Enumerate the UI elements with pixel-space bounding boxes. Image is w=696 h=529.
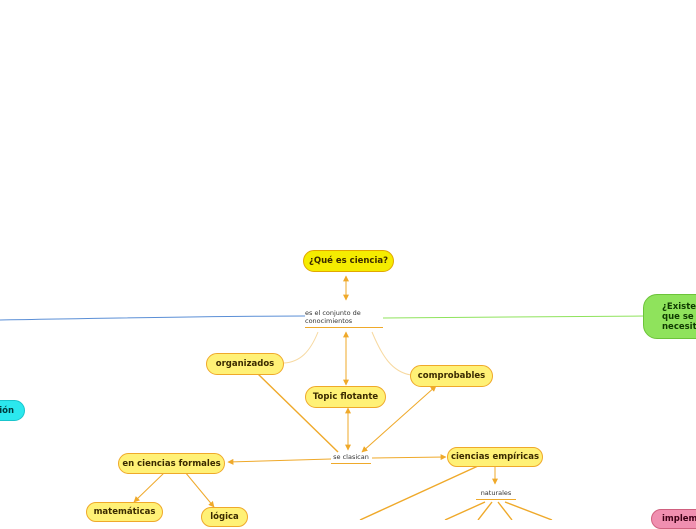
connector-definition-organizados <box>283 331 319 364</box>
definition-line1: es el conjunto de <box>305 309 361 317</box>
topic-ciencias-empiricas-label: ciencias empíricas <box>450 452 540 462</box>
definition-label[interactable]: es el conjunto de conocimientos <box>305 309 383 328</box>
connector-clasican-empiricas <box>371 454 447 461</box>
topic-organizados[interactable]: organizados <box>206 353 284 375</box>
connector-naturales-branch-4 <box>504 501 553 520</box>
topic-pink[interactable]: impleme <box>651 509 696 529</box>
central-topic-label: ¿Qué es ciencia? <box>308 256 389 266</box>
connector-definition-comprobables <box>371 331 412 376</box>
topic-flotante-label: Topic flotante <box>312 392 379 402</box>
topic-existe-line3: necesita <box>662 321 696 332</box>
topic-logica-label: lógica <box>210 512 239 522</box>
definition-line2: conocimientos <box>305 317 353 325</box>
topic-pink-label: impleme <box>662 514 696 524</box>
se-clasican-text: se clasican <box>333 453 369 461</box>
connector-right-green <box>382 315 646 319</box>
topic-logica[interactable]: lógica <box>201 507 248 527</box>
topic-existe-line1: ¿Existe d <box>662 301 696 312</box>
topic-ciencias-formales-label: en ciencias formales <box>122 458 221 469</box>
connector-formales-logica <box>184 471 215 508</box>
connector-left-blue <box>0 315 306 321</box>
naturales-text: naturales <box>480 489 512 497</box>
topic-existe[interactable]: ¿Existe d que se es necesita <box>643 294 696 339</box>
connector-naturales-branch-3 <box>497 501 513 520</box>
connector-naturales-branch-2 <box>477 501 493 520</box>
topic-existe-line2: que se es <box>662 311 696 322</box>
topic-ciencias-empiricas[interactable]: ciencias empíricas <box>447 447 543 467</box>
connector-organizados-clasican <box>257 373 339 453</box>
topic-cyan-left-label: ión <box>0 405 14 416</box>
connector-clasican-formales <box>227 458 332 465</box>
topic-cyan-left[interactable]: ión <box>0 400 25 421</box>
se-clasican-label[interactable]: se clasican <box>331 453 371 464</box>
topic-comprobables-label: comprobables <box>417 371 486 381</box>
naturales-label[interactable]: naturales <box>476 489 516 500</box>
connector-formales-matematicas <box>133 471 166 503</box>
topic-matematicas-label: matemáticas <box>93 507 156 517</box>
central-topic[interactable]: ¿Qué es ciencia? <box>303 250 394 272</box>
connector-comprobables-clasican <box>361 385 437 453</box>
connector-naturales-branch-1 <box>444 501 486 520</box>
topic-ciencias-formales[interactable]: en ciencias formales <box>118 453 225 474</box>
topic-comprobables[interactable]: comprobables <box>410 365 493 387</box>
connector-empiricas-offcanvas <box>359 465 479 520</box>
topic-flotante[interactable]: Topic flotante <box>305 386 386 408</box>
topic-organizados-label: organizados <box>215 359 275 369</box>
topic-matematicas[interactable]: matemáticas <box>86 502 163 522</box>
